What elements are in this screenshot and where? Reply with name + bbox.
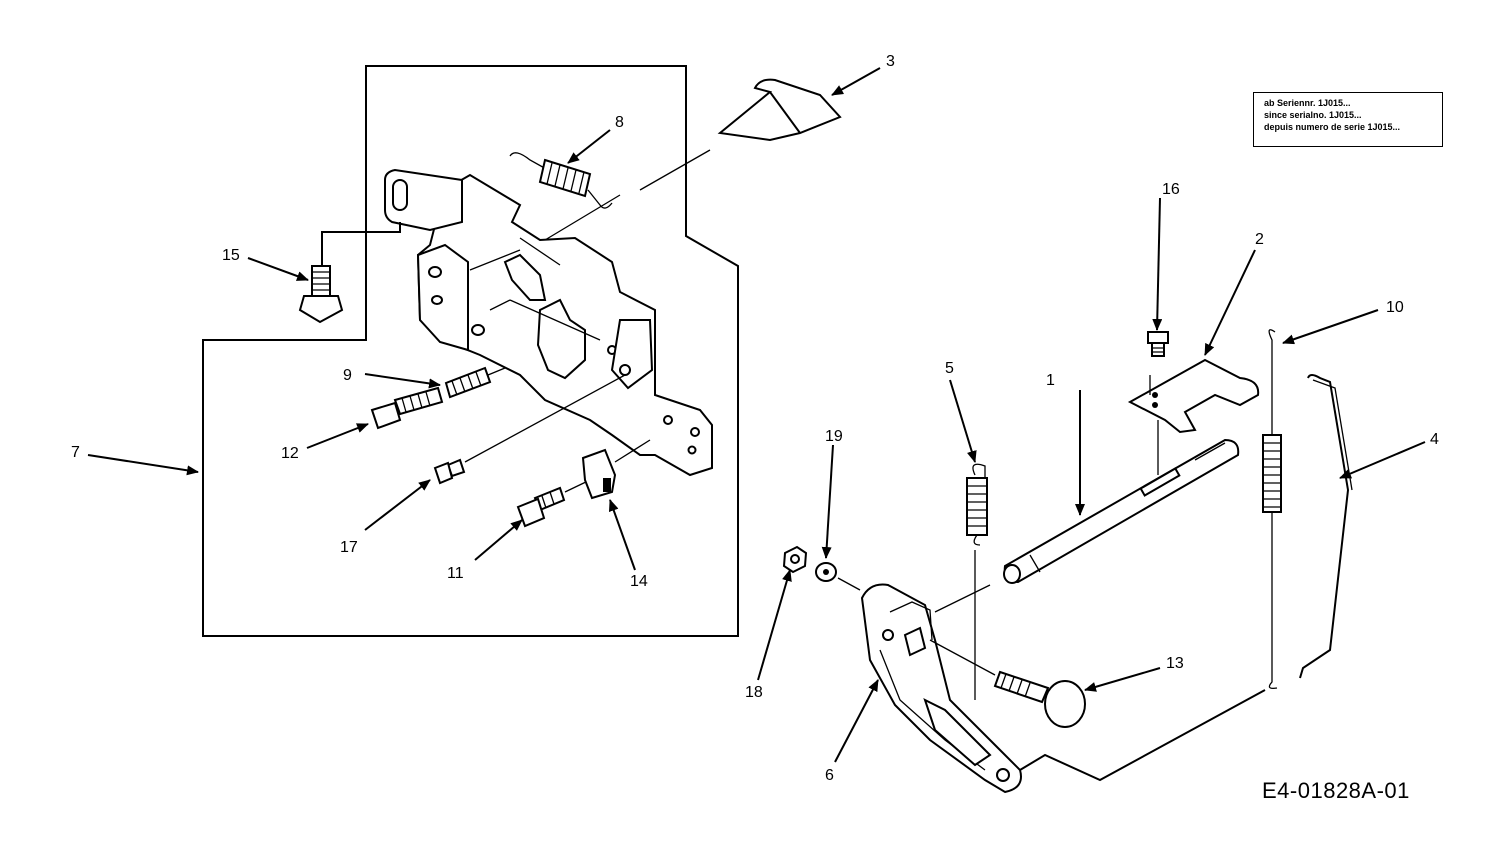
rod-4 (1299, 374, 1353, 679)
slotted-tab (384, 168, 463, 232)
wire-clip-3 (717, 78, 842, 142)
callout-14: 14 (630, 573, 648, 590)
callout-11: 11 (447, 565, 464, 582)
callout-4: 4 (1430, 431, 1439, 448)
screw-12 (370, 386, 444, 430)
callout-2: 2 (1255, 231, 1264, 248)
callout-5: 5 (945, 360, 954, 377)
bolt-15 (298, 265, 344, 324)
spring-9 (444, 366, 506, 399)
shaft-1 (1003, 438, 1240, 584)
callout-18: 18 (745, 684, 763, 701)
callout-10: 10 (1386, 299, 1404, 316)
callout-7: 7 (71, 444, 80, 461)
spring-8 (509, 152, 613, 209)
callout-13: 13 (1166, 655, 1184, 672)
callout-9: 9 (343, 367, 352, 384)
serial-note-line-fr: depuis numero de serie 1J015... (1264, 122, 1401, 132)
callout-15: 15 (222, 247, 240, 264)
washer-19 (815, 562, 861, 591)
serial-number-note: ab Seriennr. 1J015... since serialno. 1J… (1253, 92, 1443, 147)
clip-14 (581, 439, 651, 500)
callout-17: 17 (340, 539, 358, 556)
serial-note-line-en: since serialno. 1J015... (1264, 110, 1362, 120)
spring-5 (966, 463, 988, 700)
bolt-13 (929, 639, 1086, 728)
control-bracket-plate (416, 173, 713, 477)
screw-16 (1147, 331, 1169, 357)
bolt-11 (516, 479, 591, 528)
serial-note-line-de: ab Seriennr. 1J015... (1264, 98, 1351, 108)
plate-bracket-2 (1127, 358, 1260, 475)
callout-12: 12 (281, 445, 299, 462)
callout-1: 1 (1046, 372, 1055, 389)
callout-8: 8 (615, 114, 624, 131)
nut-18 (782, 545, 808, 574)
screw-17 (433, 374, 626, 485)
assembly-group-outline (202, 65, 739, 637)
callout-16: 16 (1162, 181, 1180, 198)
brake-lever-6 (860, 583, 1022, 794)
callout-6: 6 (825, 767, 834, 784)
callout-19: 19 (825, 428, 843, 445)
spring-10 (1262, 329, 1282, 690)
callout-labels: 1 2 3 4 5 6 7 8 9 10 11 12 13 14 15 16 1… (71, 53, 1439, 784)
drawing-id: E4-01828A-01 (1262, 778, 1410, 803)
callout-3: 3 (886, 53, 895, 70)
callout-leaders (87, 67, 1426, 763)
